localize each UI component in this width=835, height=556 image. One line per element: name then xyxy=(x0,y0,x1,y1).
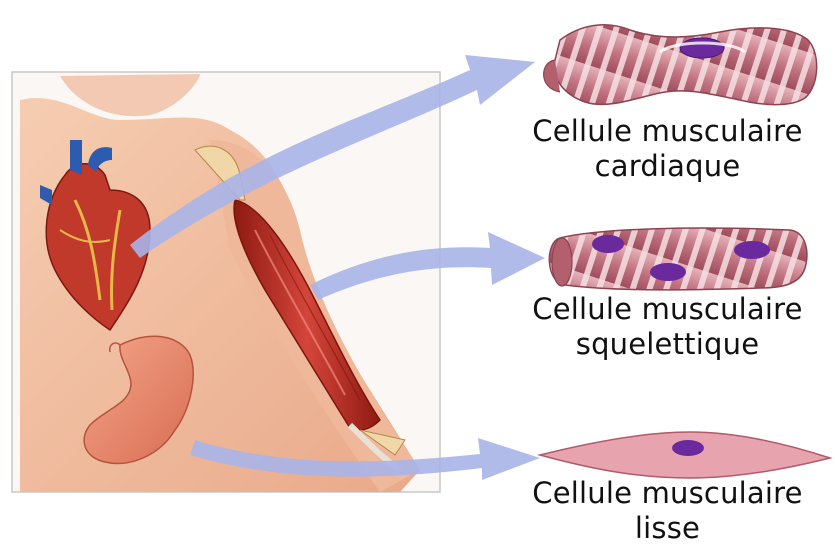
skeletal-cell xyxy=(549,228,807,290)
label-skeletal-line1: Cellule musculaire xyxy=(500,292,835,327)
cardiac-cell xyxy=(544,25,817,105)
label-smooth-line1: Cellule musculaire xyxy=(500,476,835,511)
label-skeletal-line2: squelettique xyxy=(500,327,835,362)
label-smooth-line2: lisse xyxy=(500,511,835,546)
label-cardiac-line2: cardiaque xyxy=(500,149,835,184)
label-skeletal: Cellule musculaire squelettique xyxy=(500,292,835,362)
smooth-cell xyxy=(540,432,830,478)
label-cardiac-line1: Cellule musculaire xyxy=(500,114,835,149)
label-cardiac: Cellule musculaire cardiaque xyxy=(500,114,835,184)
label-smooth: Cellule musculaire lisse xyxy=(500,476,835,546)
